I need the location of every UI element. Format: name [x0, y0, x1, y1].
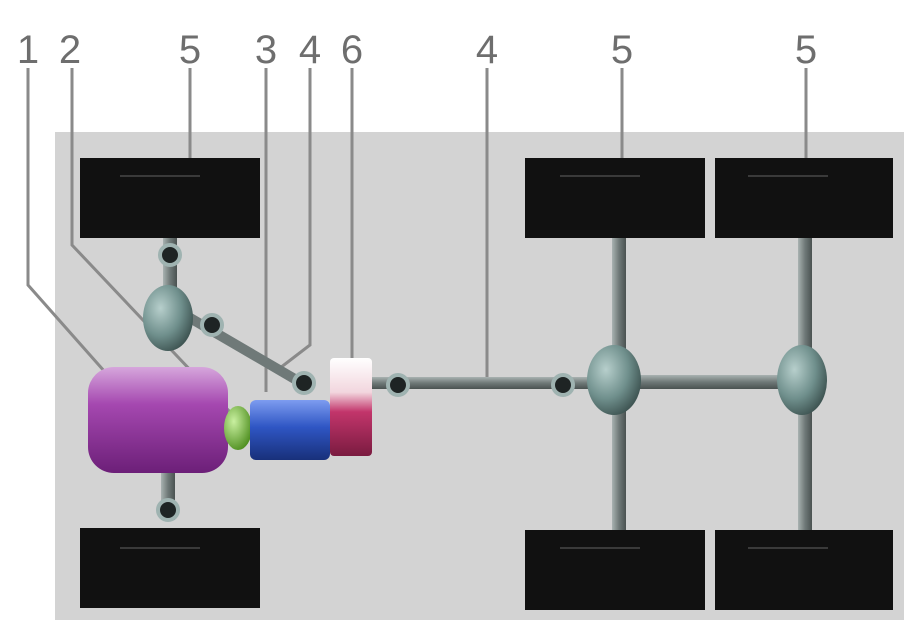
callout-4-top: 4	[298, 28, 322, 72]
callout-4-shaft: 4	[475, 28, 499, 72]
wheels	[80, 158, 893, 610]
callout-5-left: 5	[178, 28, 202, 72]
ujoint-main-prop-a	[386, 373, 410, 397]
callout-6: 6	[340, 28, 364, 72]
wheel-mid-left	[525, 158, 705, 238]
ujoint-front-prop-b	[292, 371, 316, 395]
callout-1: 1	[16, 28, 40, 72]
leader-2	[70, 68, 232, 414]
wheel-front-right	[80, 528, 260, 608]
leader-4-top	[279, 68, 312, 370]
ujoint-main-prop-b	[551, 373, 575, 397]
clutch	[224, 406, 252, 450]
rear-differential	[777, 345, 827, 415]
ujoint-front-axle-bottom	[156, 498, 180, 522]
callout-3: 3	[254, 28, 278, 72]
engine	[88, 367, 228, 473]
wheel-front-left	[80, 158, 260, 238]
universal-joints	[156, 243, 575, 522]
leader-lines	[26, 68, 808, 414]
mid-differential	[587, 345, 641, 415]
callout-2: 2	[58, 28, 82, 72]
callout-5-mid: 5	[610, 28, 634, 72]
inter-axle-shaft	[632, 375, 802, 389]
gearbox	[250, 400, 330, 460]
ujoint-front-prop-a	[200, 313, 224, 337]
wheel-rear-left	[715, 158, 893, 238]
transfer-case	[330, 358, 372, 456]
wheel-mid-right	[525, 530, 705, 610]
wheel-rear-right	[715, 530, 893, 610]
front-differential	[143, 285, 193, 351]
ujoint-front-axle-top	[158, 243, 182, 267]
leader-1	[26, 68, 107, 373]
callout-5-right: 5	[794, 28, 818, 72]
